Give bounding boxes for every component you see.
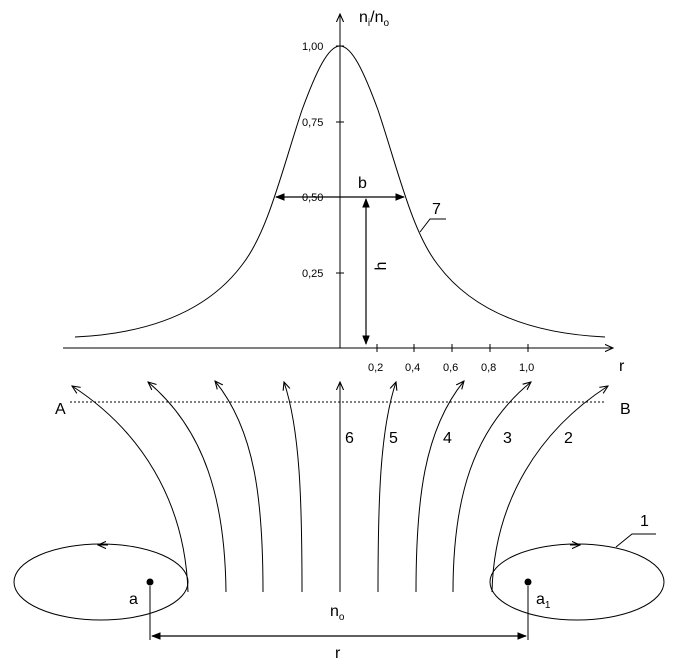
- field-line-left-2: [148, 382, 227, 593]
- line-a-label: A: [55, 401, 66, 418]
- field-lines-diagram: A B 6 5 4 3 2 a a1 1: [13, 381, 665, 662]
- x-tick-label: 0,8: [481, 362, 496, 374]
- line-b-label: B: [620, 401, 631, 418]
- field-line-label-4: 4: [443, 430, 452, 447]
- x-tick-label: 0,2: [368, 362, 383, 374]
- height-h-label: h: [373, 262, 390, 271]
- left-point: [146, 578, 154, 586]
- y-tick-label: 0,50: [302, 192, 323, 204]
- curve-7-leader: [419, 218, 446, 233]
- x-tick-label: 0,4: [405, 362, 420, 374]
- left-loop: [13, 543, 189, 621]
- field-line-5: [377, 382, 396, 593]
- density-curve: [74, 45, 606, 338]
- loop-1-label: 1: [640, 513, 649, 530]
- right-point: [524, 578, 532, 586]
- field-line-label-6: 6: [345, 430, 354, 447]
- center-density-label: no: [330, 603, 345, 623]
- y-tick-label: 0,25: [302, 268, 323, 280]
- field-line-label-2: 2: [564, 430, 573, 447]
- right-point-label: a1: [536, 591, 551, 611]
- density-profile-graph: 1,00 0,75 0,50 0,25 0,2 0,4 0,6 0,8 1,0 …: [63, 9, 625, 375]
- field-line-3: [452, 382, 531, 593]
- field-line-left-3: [215, 381, 264, 593]
- width-b-label: b: [358, 175, 367, 192]
- field-line-2: [491, 386, 608, 593]
- x-tick-label: 0,6: [443, 362, 458, 374]
- y-tick-label: 1,00: [302, 41, 323, 53]
- field-line-4: [415, 381, 464, 593]
- distance-r-label: r: [335, 645, 341, 662]
- x-axis-title: r: [619, 358, 625, 375]
- field-line-left-1: [72, 386, 189, 593]
- y-axis-title: ni/no: [359, 9, 389, 29]
- loop-1-leader: [615, 533, 656, 548]
- left-point-label: a: [129, 591, 138, 608]
- right-loop: [489, 543, 665, 621]
- field-line-label-3: 3: [503, 430, 512, 447]
- x-tick-label: 1,0: [519, 362, 534, 374]
- y-tick-label: 0,75: [302, 117, 323, 129]
- field-line-left-4: [284, 382, 303, 593]
- curve-7-label: 7: [432, 201, 441, 218]
- field-line-label-5: 5: [389, 430, 398, 447]
